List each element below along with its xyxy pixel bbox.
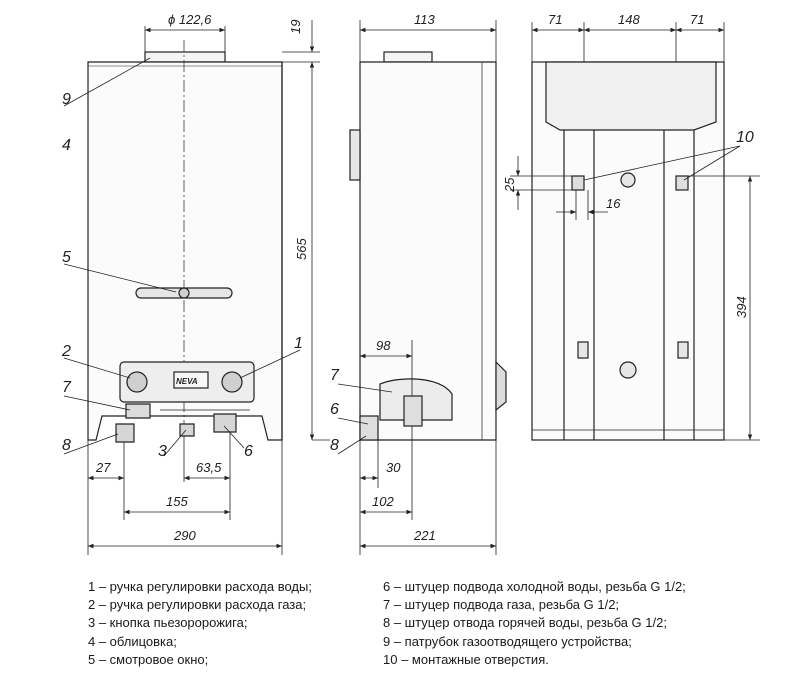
callout-8-front: 8 [62, 437, 71, 454]
mounting-bracket-side [349, 129, 361, 181]
legend-item: 3 – кнопка пьезоророжига; [88, 615, 248, 631]
side-leaders [337, 383, 393, 455]
legend-item: 4 – облицовка; [88, 633, 177, 649]
gas-inlet-fitting [125, 403, 151, 419]
legend-item: 5 – смотровое окно; [88, 651, 209, 667]
callout-9-front: 9 [62, 91, 71, 108]
side-dimensions [359, 20, 497, 555]
side-view [349, 51, 507, 441]
dim-right-63-5: 63,5 [196, 460, 222, 475]
legend-item: 6 – штуцер подвода холодной воды, резьба… [383, 579, 686, 594]
dim-height: 565 [294, 238, 309, 260]
dim-side-98: 98 [376, 338, 391, 353]
dim-width: 290 [173, 528, 196, 543]
mounting-hole-left [571, 175, 585, 191]
front-dimensions [87, 20, 330, 555]
callout-5-front: 5 [62, 249, 71, 266]
gas-knob[interactable] [126, 371, 148, 393]
dim-left-27: 27 [95, 460, 111, 475]
callout-7-front: 7 [62, 379, 72, 396]
dim-side-30: 30 [386, 460, 401, 475]
back-leaders [583, 145, 741, 181]
side-handle [495, 360, 507, 412]
legend-item: 7 – штуцер подвода газа, резьба G 1/2; [383, 597, 620, 613]
callout-7-side: 7 [330, 367, 340, 384]
legend-item: 1 – ручка регулировки расхода воды; [88, 579, 312, 594]
legend-right: 6 – штуцер подвода холодной воды, резьба… [383, 578, 686, 669]
dim-top-offset: 19 [288, 20, 303, 34]
dim-side-top-113: 113 [414, 12, 435, 27]
dim-flue-diameter: ϕ 122,6 [168, 12, 212, 27]
legend-item: 2 – ручка регулировки расхода газа; [88, 597, 307, 613]
dim-back-right-71: 71 [690, 12, 704, 27]
callout-6-front: 6 [244, 443, 253, 460]
legend-item: 10 – монтажные отверстия. [383, 651, 549, 667]
dim-back-left-71: 71 [548, 12, 562, 27]
dim-side-depth-221: 221 [413, 528, 436, 543]
back-dimensions [510, 22, 760, 441]
callout-1-front: 1 [294, 335, 303, 352]
legend-item: 8 – штуцер отвода горячей воды, резьба G… [383, 615, 667, 631]
front-view: NEVA [87, 40, 283, 443]
legend-item: 9 – патрубок газоотводящего устройства; [383, 633, 632, 649]
front-leaders [63, 57, 301, 457]
dim-back-25: 25 [502, 177, 517, 193]
dim-back-394: 394 [734, 296, 749, 318]
dim-back-mid-148: 148 [618, 12, 640, 27]
brand-label: NEVA [176, 377, 198, 386]
callout-6-side: 6 [330, 401, 339, 418]
callout-8-side: 8 [330, 437, 339, 454]
callout-3-front: 3 [158, 443, 167, 460]
flue-pipe [144, 51, 226, 63]
back-top-plate [545, 61, 717, 131]
side-flue-pipe [383, 51, 433, 63]
back-view [531, 61, 725, 441]
callout-2-front: 2 [61, 343, 71, 360]
water-knob[interactable] [221, 371, 243, 393]
cold-water-inlet [213, 413, 237, 433]
callout-4-front: 4 [62, 137, 71, 154]
dim-side-102: 102 [372, 494, 394, 509]
legend-left: 1 – ручка регулировки расхода воды; 2 – … [88, 578, 312, 669]
dim-back-16: 16 [606, 196, 621, 211]
callout-10-back: 10 [736, 129, 754, 146]
display-window [173, 371, 209, 389]
hot-water-outlet [115, 423, 135, 443]
mounting-hole-right [675, 175, 689, 191]
dim-span-155: 155 [166, 494, 188, 509]
